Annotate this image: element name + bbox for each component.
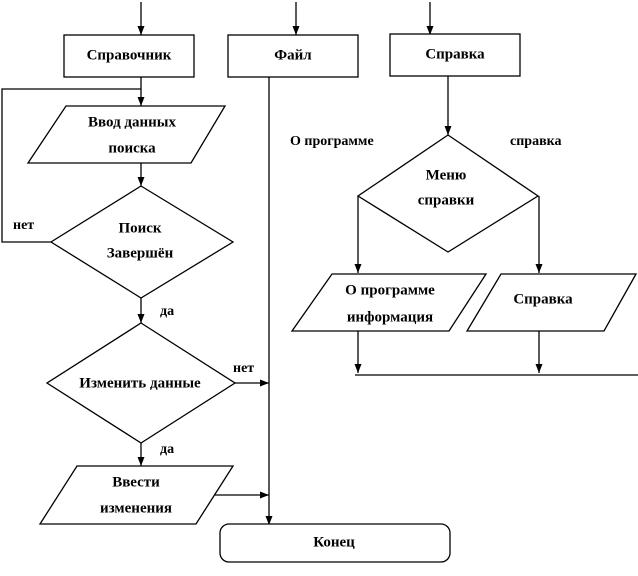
node-fail-label: Файл <box>274 47 312 63</box>
node-izmenit-label: Изменить данные <box>79 375 201 391</box>
edges <box>1 2 638 525</box>
node-vvod: Ввод данных поиска <box>26 105 227 164</box>
node-vvesti-line1: Ввести <box>112 474 160 490</box>
label-da-1: да <box>160 304 174 319</box>
node-vvod-line1: Ввод данных <box>88 114 176 130</box>
node-spravka-top: Справка <box>389 33 521 77</box>
node-oprog: О программе информация <box>290 273 488 332</box>
node-vvesti-line2: изменения <box>100 500 172 516</box>
node-spravochnik: Справочник <box>63 34 195 78</box>
node-spravka-top-label: Справка <box>425 46 485 62</box>
label-net-right: нет <box>233 361 254 376</box>
node-poisk-line2: Завершён <box>107 245 174 261</box>
node-konec-label: Конец <box>313 534 355 550</box>
node-fail: Файл <box>227 34 359 78</box>
node-vvod-line2: поиска <box>108 140 156 156</box>
node-oprog-line1: О программе <box>345 282 435 298</box>
node-izmenit: Изменить данные <box>45 322 237 444</box>
node-menu: Меню справки <box>356 134 540 253</box>
node-spravka-box-label: Справка <box>513 291 573 307</box>
node-poisk: Поиск Завершён <box>49 185 235 299</box>
label-da-2: да <box>160 442 174 457</box>
node-menu-line2: справки <box>418 192 475 208</box>
node-vvesti: Ввести изменения <box>38 465 235 525</box>
node-menu-line1: Меню <box>426 167 467 183</box>
label-net-loop: нет <box>13 218 34 233</box>
label-o-programme: О программе <box>290 134 374 149</box>
node-spravka-box: Справка <box>465 273 638 332</box>
edge-loop-net <box>1 88 141 243</box>
node-oprog-line2: информация <box>347 309 433 325</box>
label-spravka-branch: справка <box>510 134 561 149</box>
node-konec: Конец <box>219 523 451 563</box>
node-spravochnik-label: Справочник <box>87 47 172 63</box>
node-poisk-line1: Поиск <box>118 220 161 236</box>
edge-labels: нет да нет да О программе справка <box>13 134 561 457</box>
